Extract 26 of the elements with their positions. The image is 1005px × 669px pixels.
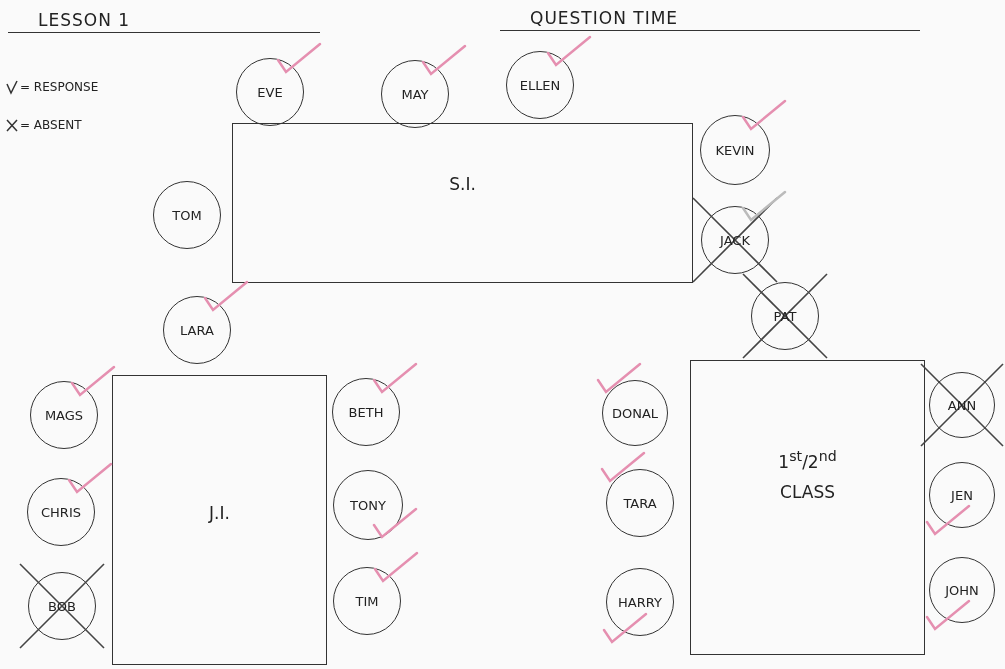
table-rectangle xyxy=(690,360,925,655)
student-name: CHRIS xyxy=(41,504,81,520)
student-name: JOHN xyxy=(945,582,979,598)
student-name: LARA xyxy=(180,322,214,338)
student-name: DONAL xyxy=(611,405,659,421)
student-name: TARA xyxy=(623,495,657,511)
heading: QUESTION TIME xyxy=(500,8,920,31)
heading: LESSON 1 xyxy=(8,10,320,33)
student-name: EVE xyxy=(257,84,283,100)
student-name: KEVIN xyxy=(715,142,755,158)
table-name: 1$^{st}$/2$^{nd}$ CLASS xyxy=(777,446,838,504)
student-name: HARRY xyxy=(618,594,662,610)
student-name: JEN xyxy=(951,487,973,503)
table-rectangle xyxy=(232,123,693,283)
student-name: TIM xyxy=(355,593,379,609)
table-name: S.I. xyxy=(449,172,476,196)
legend-text: = ABSENT xyxy=(20,118,82,132)
student-name: MAY xyxy=(401,86,429,102)
legend-text: = RESPONSE xyxy=(20,80,99,94)
student-name: BETH xyxy=(348,404,384,420)
table-rectangle xyxy=(112,375,327,665)
student-name: TOM xyxy=(172,207,202,223)
student-name: TONY xyxy=(350,497,386,513)
student-name: MAGS xyxy=(44,407,84,423)
student-name: ELLEN xyxy=(519,77,561,93)
table-name: J.I. xyxy=(209,501,230,525)
